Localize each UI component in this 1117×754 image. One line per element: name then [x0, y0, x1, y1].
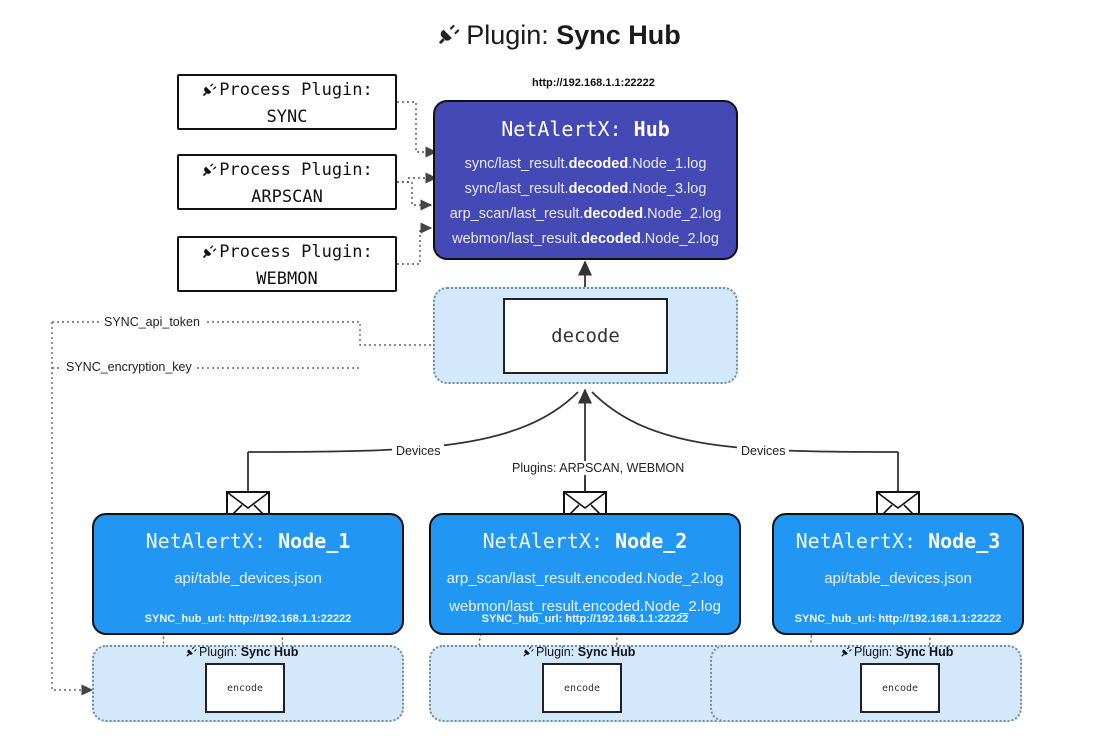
- node-resource: webmon/last_result.encoded.Node_2.log: [449, 598, 721, 615]
- log-pre: sync/last_result.: [464, 156, 569, 172]
- decode-label: decode: [551, 325, 620, 347]
- plugin-tag-name: Sync Hub: [895, 645, 954, 659]
- process-plugin-label: Process Plugin:: [219, 241, 373, 262]
- edge-label-left-devices: Devices: [392, 444, 445, 458]
- plug-icon: [201, 161, 218, 185]
- node-resource-list: api/table_devices.json: [774, 565, 1022, 593]
- process-plugin-name: WEBMON: [256, 268, 318, 289]
- encode-label: encode: [563, 682, 601, 694]
- node-resource: api/table_devices.json: [174, 570, 322, 587]
- hub-log-line: sync/last_result.decoded.Node_3.log: [435, 177, 736, 202]
- encode-box-node-2[interactable]: encode: [542, 663, 622, 713]
- log-emphasis: decoded: [568, 156, 629, 172]
- plugin-tag-prefix: Plugin:: [536, 645, 578, 659]
- plug-icon: [522, 645, 535, 661]
- hub-log-line: webmon/last_result.decoded.Node_2.log: [435, 227, 736, 252]
- hub-log-line: arp_scan/last_result.decoded.Node_2.log: [435, 202, 736, 227]
- log-pre: webmon/last_result.: [452, 231, 582, 247]
- log-post: .Node_2.log: [643, 206, 722, 222]
- node-title-name: Node_2: [615, 529, 688, 553]
- node-title: NetAlertX: Node_1: [146, 529, 351, 553]
- process-plugin-label: Process Plugin:: [219, 79, 373, 100]
- plugin-tag-prefix: Plugin:: [854, 645, 896, 659]
- log-emphasis: decoded: [581, 231, 641, 247]
- plugin-tag-name: Sync Hub: [577, 645, 636, 659]
- hub-title: NetAlertX: Hub: [501, 117, 670, 141]
- plugin-tag-node-1: Plugin: Sync Hub: [185, 645, 298, 661]
- hub-node[interactable]: NetAlertX: Hub sync/last_result.decoded.…: [433, 100, 738, 260]
- encode-box-node-3[interactable]: encode: [860, 663, 940, 713]
- hub-url-label: http://192.168.1.1:22222: [532, 77, 655, 89]
- node-1[interactable]: NetAlertX: Node_1 api/table_devices.json…: [92, 513, 404, 635]
- plugin-tag-node-2: Plugin: Sync Hub: [522, 645, 635, 661]
- node-hub-url: SYNC_hub_url: http://192.168.1.1:22222: [144, 613, 352, 625]
- secret-label-encryption-key: SYNC_encryption_key: [62, 360, 196, 374]
- hub-title-prefix: NetAlertX:: [501, 117, 634, 141]
- plug-icon: [185, 645, 198, 661]
- node-resource: api/table_devices.json: [824, 570, 972, 587]
- plug-icon: [840, 645, 853, 661]
- node-title-name: Node_1: [278, 529, 351, 553]
- page-title: Plugin: Sync Hub: [0, 18, 1117, 55]
- encode-label: encode: [881, 682, 919, 694]
- page-title-name: Sync Hub: [556, 20, 681, 50]
- page-title-prefix: Plugin:: [466, 20, 557, 50]
- log-pre: sync/last_result.: [464, 181, 569, 197]
- plug-icon: [201, 81, 218, 105]
- process-plugin-sync[interactable]: Process Plugin: SYNC: [177, 74, 397, 130]
- log-pre: arp_scan/last_result.: [449, 206, 584, 222]
- log-emphasis: decoded: [583, 206, 644, 222]
- node-resource: arp_scan/last_result.encoded.Node_2.log: [446, 570, 724, 587]
- node-3[interactable]: NetAlertX: Node_3 api/table_devices.json…: [772, 513, 1024, 635]
- node-hub-url: SYNC_hub_url: http://192.168.1.1:22222: [481, 613, 689, 625]
- process-plugin-arpscan[interactable]: Process Plugin: ARPSCAN: [177, 154, 397, 210]
- process-plugin-name: SYNC: [266, 106, 308, 127]
- secret-label-api-token: SYNC_api_token: [100, 315, 204, 329]
- plugin-tag-name: Sync Hub: [240, 645, 299, 659]
- plugin-tag-prefix: Plugin:: [199, 645, 241, 659]
- hub-title-name: Hub: [633, 117, 670, 141]
- node-resource-list: api/table_devices.json: [94, 565, 402, 593]
- node-title-prefix: NetAlertX:: [795, 529, 929, 553]
- process-plugin-webmon[interactable]: Process Plugin: WEBMON: [177, 236, 397, 292]
- node-title-name: Node_3: [928, 529, 1001, 553]
- plug-icon: [201, 243, 218, 267]
- log-emphasis: decoded: [568, 181, 629, 197]
- decode-box[interactable]: decode: [503, 298, 668, 374]
- node-title-prefix: NetAlertX:: [145, 529, 279, 553]
- plugin-tag-node-3: Plugin: Sync Hub: [840, 645, 953, 661]
- plug-icon: [436, 21, 462, 55]
- edge-label-right-devices: Devices: [737, 444, 790, 458]
- process-plugin-name: ARPSCAN: [251, 186, 323, 207]
- log-post: .Node_1.log: [628, 156, 707, 172]
- hub-log-list: sync/last_result.decoded.Node_1.log sync…: [435, 152, 736, 252]
- node-title: NetAlertX: Node_2: [483, 529, 688, 553]
- node-resource-list: arp_scan/last_result.encoded.Node_2.log …: [431, 565, 739, 621]
- encode-box-node-1[interactable]: encode: [205, 663, 285, 713]
- node-hub-url: SYNC_hub_url: http://192.168.1.1:22222: [794, 613, 1002, 625]
- node-title: NetAlertX: Node_3: [796, 529, 1001, 553]
- node-2[interactable]: NetAlertX: Node_2 arp_scan/last_result.e…: [429, 513, 741, 635]
- log-post: .Node_3.log: [628, 181, 707, 197]
- encode-label: encode: [226, 682, 264, 694]
- process-plugin-label: Process Plugin:: [219, 159, 373, 180]
- edge-label-center-plugins: Plugins: ARPSCAN, WEBMON: [508, 461, 689, 475]
- log-post: .Node_2.log: [640, 231, 719, 247]
- node-title-prefix: NetAlertX:: [482, 529, 616, 553]
- hub-log-line: sync/last_result.decoded.Node_1.log: [435, 152, 736, 177]
